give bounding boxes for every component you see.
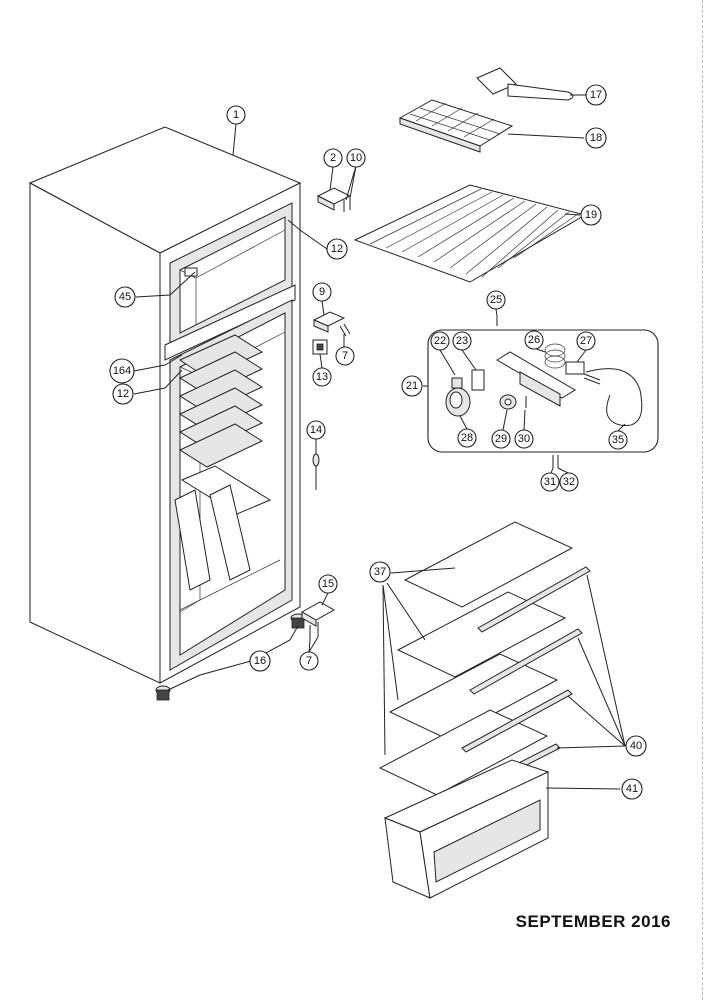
footer-date: SEPTEMBER 2016 xyxy=(515,912,671,931)
svg-text:25: 25 xyxy=(490,294,502,306)
svg-text:1: 1 xyxy=(233,109,239,121)
callout-164: 164 xyxy=(109,358,135,384)
callout-2: 2 xyxy=(323,148,343,168)
svg-text:23: 23 xyxy=(456,335,468,347)
svg-text:31: 31 xyxy=(544,476,556,488)
svg-text:21: 21 xyxy=(406,380,418,392)
callout-7-lower: 7 xyxy=(299,651,319,671)
svg-text:27: 27 xyxy=(580,335,592,347)
door-switch xyxy=(312,339,328,355)
callout-14: 14 xyxy=(306,420,326,440)
evaporator-fins xyxy=(178,334,264,468)
callout-23: 23 xyxy=(452,331,472,351)
callout-22: 22 xyxy=(430,331,450,351)
svg-text:40: 40 xyxy=(630,740,642,752)
callout-31: 31 xyxy=(540,472,560,492)
svg-text:12: 12 xyxy=(331,243,343,255)
callout-27: 27 xyxy=(576,331,596,351)
callout-12-left: 12 xyxy=(112,383,134,405)
callout-28: 28 xyxy=(457,428,477,448)
svg-text:9: 9 xyxy=(319,286,325,298)
callout-18: 18 xyxy=(585,127,607,149)
svg-text:28: 28 xyxy=(461,432,473,444)
svg-text:7: 7 xyxy=(306,655,312,667)
svg-text:37: 37 xyxy=(374,566,386,578)
callout-1: 1 xyxy=(226,105,246,125)
page-edge-line xyxy=(702,0,703,1000)
svg-text:19: 19 xyxy=(585,209,597,221)
crisper-drawer xyxy=(383,759,550,899)
callout-21: 21 xyxy=(401,375,423,397)
svg-text:41: 41 xyxy=(626,783,638,795)
svg-text:13: 13 xyxy=(316,371,328,383)
callout-25: 25 xyxy=(486,290,506,310)
callout-10: 10 xyxy=(346,148,366,168)
callout-29: 29 xyxy=(491,429,511,449)
leader-lines xyxy=(133,94,626,790)
callout-9: 9 xyxy=(312,282,332,302)
svg-text:10: 10 xyxy=(350,152,362,164)
svg-text:18: 18 xyxy=(590,132,602,144)
svg-text:15: 15 xyxy=(322,578,334,590)
drain-tube xyxy=(312,445,320,490)
callout-30: 30 xyxy=(514,429,534,449)
callout-37: 37 xyxy=(369,561,391,583)
callout-41: 41 xyxy=(621,778,643,800)
glass-shelves xyxy=(378,521,574,796)
wire-shelf xyxy=(353,184,587,283)
svg-text:12: 12 xyxy=(117,388,129,400)
svg-text:22: 22 xyxy=(434,335,446,347)
top-hinge xyxy=(316,187,352,212)
callout-26: 26 xyxy=(524,330,544,350)
callout-13: 13 xyxy=(312,367,332,387)
callout-17: 17 xyxy=(585,84,607,106)
svg-text:16: 16 xyxy=(254,655,266,667)
callout-15: 15 xyxy=(318,574,338,594)
svg-text:45: 45 xyxy=(119,291,131,303)
svg-text:17: 17 xyxy=(590,89,602,101)
callout-32: 32 xyxy=(559,472,579,492)
callout-7-upper: 7 xyxy=(335,346,355,366)
ice-scraper xyxy=(476,67,574,101)
svg-text:26: 26 xyxy=(528,334,540,346)
svg-text:29: 29 xyxy=(495,433,507,445)
callout-35: 35 xyxy=(608,430,628,450)
callout-19: 19 xyxy=(580,204,602,226)
bottom-hinge xyxy=(300,601,336,640)
svg-text:164: 164 xyxy=(113,365,131,377)
thermostat-assembly xyxy=(427,316,659,468)
callout-16: 16 xyxy=(249,650,271,672)
svg-text:30: 30 xyxy=(518,433,530,445)
svg-text:32: 32 xyxy=(563,476,575,488)
thermostat-knob xyxy=(445,387,471,417)
ice-tray xyxy=(398,99,514,153)
svg-text:7: 7 xyxy=(342,350,348,362)
svg-text:35: 35 xyxy=(612,434,624,446)
callout-45: 45 xyxy=(114,286,136,308)
callout-12-top: 12 xyxy=(326,238,348,260)
callout-40: 40 xyxy=(625,735,647,757)
refrigerator-cabinet xyxy=(28,126,306,701)
svg-text:14: 14 xyxy=(310,424,322,436)
middle-hinge xyxy=(312,311,351,337)
svg-text:2: 2 xyxy=(330,152,336,164)
